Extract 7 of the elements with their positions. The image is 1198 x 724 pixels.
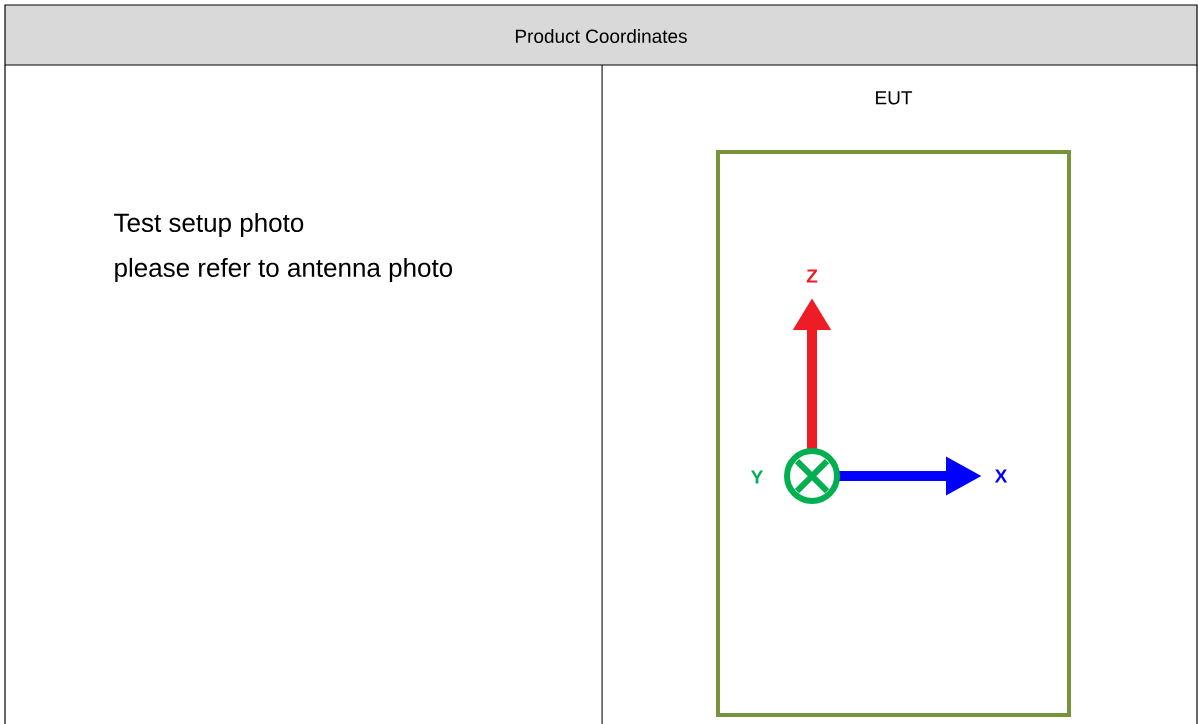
axis-label: X — [994, 469, 1008, 483]
axis-label: Y — [751, 470, 764, 484]
node-label: EUT — [876, 91, 913, 105]
note-text: please refer to antenna photo — [115, 257, 453, 283]
note-text: Test setup photo — [114, 212, 304, 238]
axis-label: Z — [806, 269, 818, 283]
header-cell: Product Coordinates — [4, 4, 1198, 66]
